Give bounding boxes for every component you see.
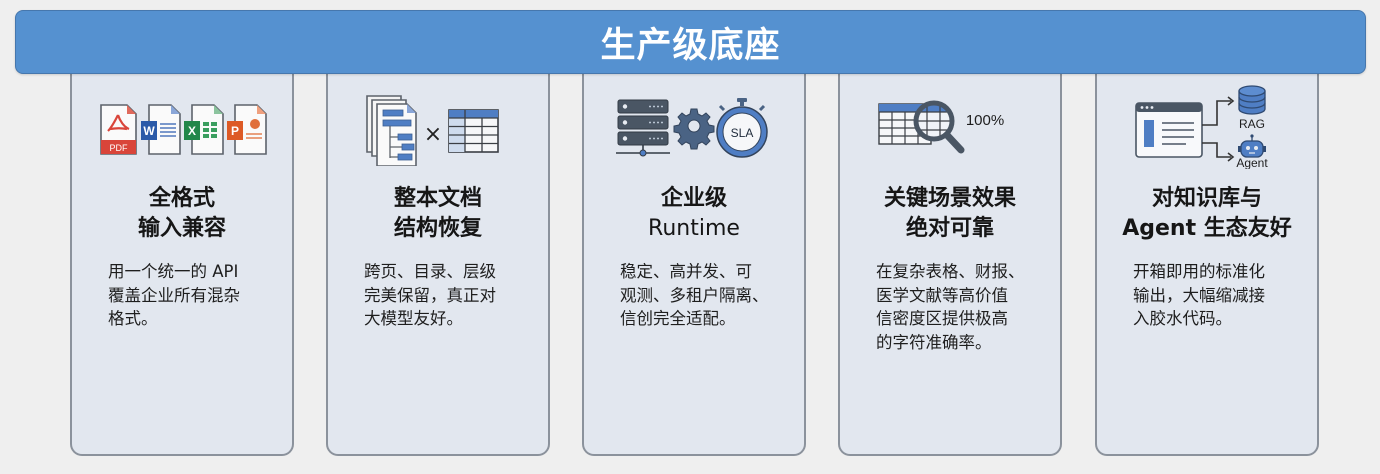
magnifier-icon	[913, 100, 965, 154]
svg-text:RAG: RAG	[1239, 117, 1265, 131]
server-icon	[616, 99, 670, 157]
feature-card-reliable-accuracy: 100% 关键场景效果 绝对可靠 在复杂表格、财报、 医学文献等高价值 信密度区…	[838, 60, 1062, 456]
card-title-line: 企业级	[660, 186, 727, 211]
svg-text:X: X	[188, 124, 196, 138]
feature-card-enterprise-runtime: SLA 企业级 Runtime 稳定、高并发、可 观测、多租户隔离、 信创完全适…	[582, 60, 806, 456]
card-desc-line: 输出，大幅缩减接	[1133, 285, 1265, 305]
card-description: 在复杂表格、财报、 医学文献等高价值 信密度区提供极高 的字符准确率。	[876, 260, 1042, 354]
card-desc-line: 医学文献等高价值	[876, 285, 1008, 305]
card-title: 整本文档 结构恢复	[328, 184, 548, 244]
section-banner: 生产级底座	[15, 10, 1366, 74]
card-desc-line: 完美保留，真正对	[364, 285, 496, 305]
card-title: 全格式 输入兼容	[72, 184, 292, 244]
card-desc-line: 稳定、高并发、可	[620, 262, 752, 281]
card-title-line: 结构恢复	[393, 216, 482, 241]
card-title-line: 对知识库与	[1151, 186, 1262, 211]
feature-card-structure-recovery: × 整本文档 结构恢复 跨页、目录、层级 完美保留，真正对 大模型友好。	[326, 60, 550, 456]
card-desc-line: 观测、多租户隔离、	[620, 285, 769, 305]
svg-text:Agent: Agent	[1236, 156, 1268, 169]
svg-text:P: P	[231, 124, 239, 138]
svg-text:PDF: PDF	[110, 143, 129, 153]
card-desc-line: 的字符准确率。	[876, 332, 992, 352]
card-desc-line: 在复杂表格、财报、	[876, 262, 1025, 281]
card-description: 开箱即用的标准化 输出，大幅缩减接 入胶水代码。	[1133, 260, 1299, 331]
document-structure-times-table-icon: ×	[328, 90, 548, 170]
database-icon	[1238, 85, 1266, 115]
card-title-line: 关键场景效果	[883, 186, 1016, 211]
card-desc-line: 跨页、目录、层级	[364, 262, 496, 281]
card-desc-line: 信密度区提供极高	[876, 309, 1008, 328]
card-desc-line: 入胶水代码。	[1133, 309, 1232, 328]
card-desc-line: 大模型友好。	[364, 309, 463, 328]
card-title: 对知识库与 Agent 生态友好	[1097, 184, 1317, 244]
feature-card-format-compatibility: PDF W X	[70, 60, 294, 456]
card-title-line: 绝对可靠	[905, 216, 994, 241]
card-desc-line: 开箱即用的标准化	[1133, 262, 1265, 281]
file-formats-icon: PDF W X	[72, 90, 292, 170]
browser-window-icon	[1135, 102, 1203, 158]
card-title-line: 输入兼容	[137, 216, 226, 241]
robot-icon	[1238, 134, 1266, 158]
card-title: 关键场景效果 绝对可靠	[840, 184, 1060, 244]
stopwatch-icon: SLA	[716, 98, 768, 158]
card-title: 企业级 Runtime	[584, 184, 804, 244]
svg-text:SLA: SLA	[731, 126, 754, 140]
svg-text:×: ×	[424, 122, 442, 147]
card-desc-line: 信创完全适配。	[620, 309, 736, 328]
card-title-line: 整本文档	[393, 186, 482, 211]
card-title-line: 全格式	[148, 186, 215, 211]
card-desc-line: 格式。	[108, 309, 158, 328]
card-desc-line: 覆盖企业所有混杂	[108, 285, 240, 305]
card-title-line: Agent 生态友好	[1122, 216, 1292, 241]
svg-text:W: W	[143, 124, 155, 138]
document-to-rag-agent-icon: RAG Agent	[1097, 85, 1317, 169]
card-description: 用一个统一的 API 覆盖企业所有混杂 格式。	[108, 260, 274, 331]
gear-icon	[673, 108, 715, 150]
banner-title: 生产级底座	[600, 25, 781, 66]
card-description: 跨页、目录、层级 完美保留，真正对 大模型友好。	[364, 260, 530, 331]
server-gear-sla-icon: SLA	[584, 90, 804, 170]
svg-text:100%: 100%	[966, 112, 1004, 129]
table-magnifier-icon: 100%	[840, 90, 1060, 170]
card-description: 稳定、高并发、可 观测、多租户隔离、 信创完全适配。	[620, 260, 786, 331]
card-desc-line: 用一个统一的 API	[108, 262, 239, 281]
card-title-line: Runtime	[648, 216, 740, 241]
feature-card-knowledge-agent-friendly: RAG Agent 对知识库与 Agent 生态友好 开箱即用的标准化 输出，大…	[1095, 60, 1319, 456]
